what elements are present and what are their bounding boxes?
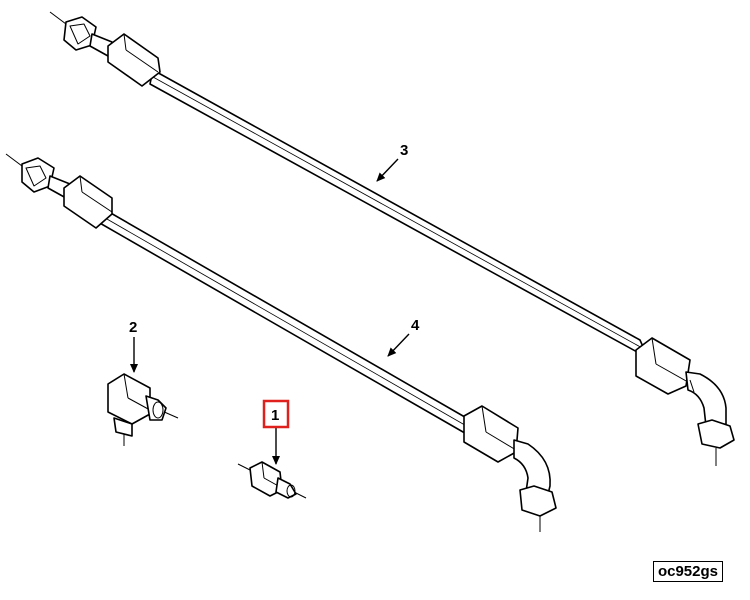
figure-reference-code: oc952gs — [652, 561, 723, 582]
leader-arrow-3 — [376, 158, 399, 182]
leader-arrow-4 — [387, 333, 410, 357]
callout-2: 2 — [129, 319, 137, 336]
callout-1-highlight-box — [262, 399, 290, 429]
straight-fitting-1 — [237, 461, 307, 499]
leader-lines — [130, 158, 410, 465]
elbow-fitting-2 — [107, 373, 179, 446]
tube-assembly-3 — [49, 11, 735, 466]
callout-1: 1 — [271, 407, 279, 424]
callout-4: 4 — [411, 317, 420, 334]
callout-3: 3 — [400, 142, 408, 159]
tube-assembly-4 — [5, 153, 557, 532]
